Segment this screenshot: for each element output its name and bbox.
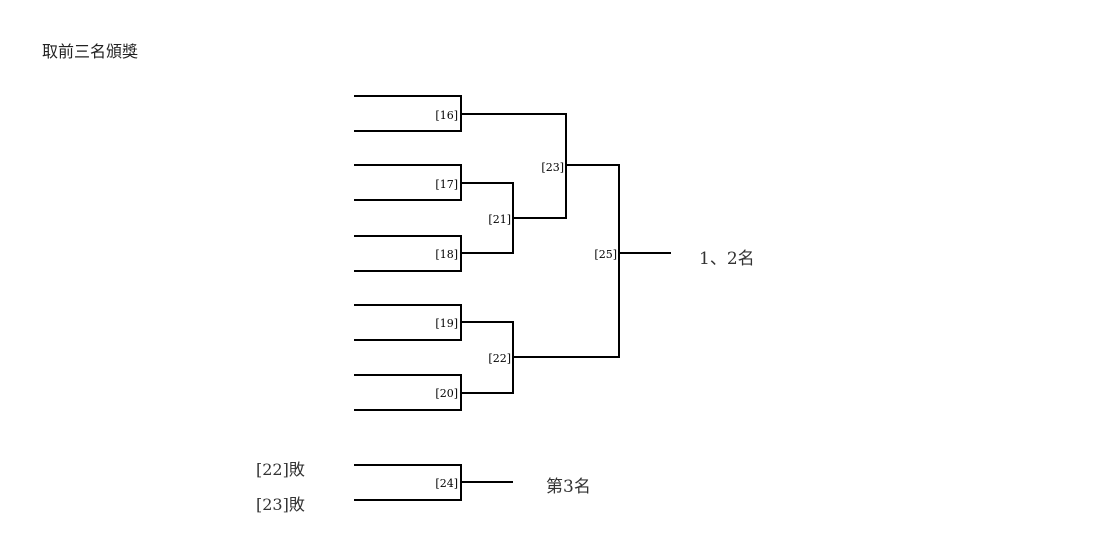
match-label-16: [16] <box>435 109 458 122</box>
third-place-entrant-1: [22]敗 <box>256 460 305 479</box>
match-label-24: [24] <box>435 477 458 490</box>
page-title: 取前三名頒獎 <box>42 42 139 61</box>
bracket-line-m25 <box>512 164 620 358</box>
third-place-entrant-2: [23]敗 <box>256 495 305 514</box>
match-label-25: [25] <box>594 248 617 261</box>
third-place-result-label: 第3名 <box>546 477 591 497</box>
match-label-21: [21] <box>488 213 511 226</box>
match-label-18: [18] <box>435 248 458 261</box>
match-label-19: [19] <box>435 317 458 330</box>
match-label-22: [22] <box>488 352 511 365</box>
final-result-label: 1、2名 <box>699 249 755 269</box>
match-label-17: [17] <box>435 178 458 191</box>
match-label-20: [20] <box>435 387 458 400</box>
match-label-23: [23] <box>541 161 564 174</box>
